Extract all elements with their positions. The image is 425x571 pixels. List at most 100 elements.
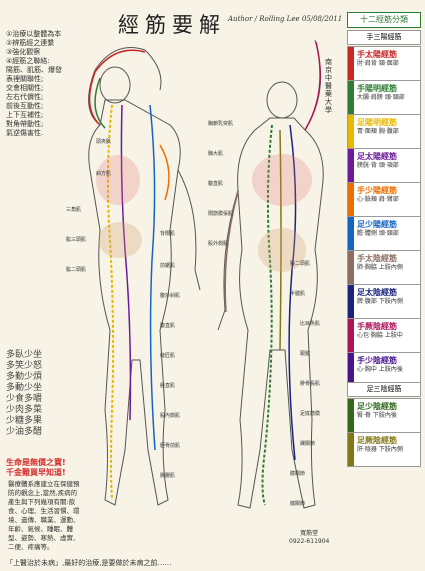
legend-color-swatch bbox=[348, 285, 354, 318]
legend-color-swatch bbox=[348, 81, 354, 114]
legend-item-desc: 膀胱·背 頭·項部 bbox=[357, 162, 399, 169]
anatomy-label: 闊筋膜張肌 bbox=[208, 211, 234, 217]
legend-item-desc: 膽·體側 頭·頸部 bbox=[357, 230, 399, 237]
intro-line: ③強化觀察 bbox=[6, 48, 41, 56]
rule-item: 少食多嚼 bbox=[6, 394, 43, 404]
anatomy-label: 股二頭肌 bbox=[290, 261, 311, 267]
anatomy-label: 股外側肌 bbox=[208, 241, 229, 247]
legend-color-swatch bbox=[348, 319, 354, 352]
legend-color-swatch bbox=[348, 251, 354, 284]
body-figures bbox=[88, 39, 324, 509]
legend-item-desc: 心·臉頰 肩·臂部 bbox=[357, 196, 399, 203]
rule-item: 多動少坐 bbox=[6, 383, 43, 393]
intro-line: 左右代償性; bbox=[6, 93, 44, 101]
rule-item: 多笑少怒 bbox=[6, 361, 43, 371]
front-abdomen-area bbox=[258, 228, 306, 272]
legend-item-desc: 心·胸中 上肢內後 bbox=[357, 366, 403, 373]
anatomy-label: 腓骨長肌 bbox=[300, 381, 321, 387]
legend-item: 手少陽經筋心·臉頰 肩·臂部 bbox=[347, 182, 421, 217]
legend-item: 足少陰經筋腎·脊 下肢內後 bbox=[347, 398, 421, 433]
legend-section-yin: 足三陰經筋 bbox=[347, 382, 421, 397]
legend-item: 手少陰經筋心·胸中 上肢內後 bbox=[347, 352, 421, 387]
anatomy-label: 膝關節 bbox=[290, 471, 306, 477]
legend-item-name: 手陽明經筋 bbox=[357, 84, 397, 93]
back-view-figure bbox=[88, 47, 201, 506]
footer-quote: 「上醫治於未病」,最好的治療,是要做於未病之前…… bbox=[6, 559, 172, 567]
legend-item-name: 足厥陰經筋 bbox=[357, 436, 397, 445]
anatomy-label: 足底筋膜 bbox=[300, 411, 321, 417]
back-chest-area bbox=[96, 155, 140, 205]
legend-item: 足少陽經筋膽·體側 頭·頸部 bbox=[347, 216, 421, 251]
intro-line: 對角帶動性; bbox=[6, 120, 44, 128]
rule-item: 少油多醋 bbox=[6, 427, 43, 437]
legend-item: 足太陰經筋脾·腹部 下肢內側 bbox=[347, 284, 421, 319]
legend-item: 手厥陰經筋心包·胸脇 上肢中 bbox=[347, 318, 421, 353]
anatomy-label: 股直肌 bbox=[160, 383, 176, 389]
front-li-line bbox=[261, 124, 273, 506]
front-lung-line bbox=[224, 191, 239, 313]
front-lower-arm bbox=[217, 189, 239, 331]
legend-item-name: 足太陰經筋 bbox=[357, 288, 397, 297]
legend-item-name: 足陽明經筋 bbox=[357, 118, 397, 127]
legend-item: 手太陽經筋肘·肩背 頸·面部 bbox=[347, 46, 421, 81]
chart-title: 經筋要解 bbox=[118, 13, 226, 37]
front-view-figure bbox=[217, 39, 324, 509]
anatomy-label: 踝關節 bbox=[300, 441, 316, 447]
front-torso-outline bbox=[237, 117, 324, 509]
rule-item: 少肉多菜 bbox=[6, 405, 43, 415]
anatomy-label: 前鋸肌 bbox=[160, 263, 176, 269]
anatomy-label: 肱三頭肌 bbox=[66, 237, 87, 243]
legend-header: 十二經筋分類 bbox=[347, 12, 421, 28]
anatomy-label: 胸大肌 bbox=[208, 151, 224, 157]
vertical-text: 南京 中醫藥 大學 bbox=[325, 58, 332, 114]
legend-item: 足太陽經筋膀胱·背 頭·項部 bbox=[347, 148, 421, 183]
legend-item-name: 手少陰經筋 bbox=[357, 356, 397, 365]
intro-list: ①治療以整體為本 ②辨筋經之連繫 ③強化觀察 ④經筋之聯絡: 陽筋、肌筋、爆發 … bbox=[6, 30, 62, 138]
front-chest-area bbox=[252, 154, 312, 206]
intro-line: 陽筋、肌筋、爆發 bbox=[6, 66, 62, 74]
legend-color-swatch bbox=[348, 149, 354, 182]
back-si-arm-line bbox=[88, 49, 146, 126]
legend-color-swatch bbox=[348, 115, 354, 148]
legend-color-swatch bbox=[348, 183, 354, 216]
slogan-line: 千金難買早知道! bbox=[6, 468, 66, 477]
legend-item-desc: 心包·胸脇 上肢中 bbox=[357, 332, 403, 339]
front-liver-line bbox=[279, 129, 282, 351]
front-pc-arm-line bbox=[304, 41, 321, 131]
anatomy-label: 比目魚肌 bbox=[300, 321, 321, 327]
front-spleen-line bbox=[288, 124, 297, 461]
legend-section-yang: 手三陽經筋 bbox=[347, 30, 421, 45]
author-line: Author / Rolling Lee 05/08/2011 bbox=[228, 15, 343, 23]
legend-color-swatch bbox=[348, 47, 354, 80]
legend-item-desc: 肺·胸脇 上肢內側 bbox=[357, 264, 403, 271]
anatomy-label: 股內側肌 bbox=[160, 413, 181, 419]
legend-item: 手陽明經筋大腸·肩膀 頭·頸部 bbox=[347, 80, 421, 115]
intro-line: ②辨筋經之連繫 bbox=[6, 39, 55, 47]
anatomy-label: 縫匠肌 bbox=[160, 353, 176, 359]
anatomy-label: 背闊肌 bbox=[160, 231, 176, 237]
rule-item: 少糖多果 bbox=[6, 416, 43, 426]
back-head bbox=[99, 66, 131, 104]
legend-item: 足陽明經筋胃·面頰 胸·腹部 bbox=[347, 114, 421, 149]
slogan-line: 生命是無價之寶! bbox=[6, 458, 66, 467]
back-stomach-line bbox=[106, 104, 115, 501]
legend-item-desc: 大腸·肩膀 頭·頸部 bbox=[357, 94, 405, 101]
legend-item-desc: 肝·陰器 下肢內側 bbox=[357, 446, 403, 453]
anatomy-label: 髖關節 bbox=[290, 501, 306, 507]
front-head bbox=[266, 81, 298, 119]
intro-line: 上下互補性; bbox=[6, 111, 44, 119]
bottom-paragraph: 醫療體系應建立在保健預防的觀念上,當然,疾病的產生與下列幾項有關:飲食、心理、生… bbox=[8, 480, 80, 551]
rule-item: 多臥少坐 bbox=[6, 350, 43, 360]
intro-line: 交會相關性; bbox=[6, 84, 44, 92]
back-lower-arm bbox=[177, 169, 201, 291]
legend-color-swatch bbox=[348, 399, 354, 432]
anatomy-label: 半腱肌 bbox=[290, 291, 306, 297]
anatomy-label: 腹直肌 bbox=[208, 181, 224, 187]
anatomy-label: 斜方肌 bbox=[96, 171, 112, 177]
legend-item-name: 手少陽經筋 bbox=[357, 186, 397, 195]
anatomy-label: 腓腸肌 bbox=[160, 473, 176, 479]
intro-line: 氣逆傷害性. bbox=[6, 129, 44, 137]
back-torso-outline bbox=[88, 99, 181, 506]
legend-color-swatch bbox=[348, 433, 354, 466]
